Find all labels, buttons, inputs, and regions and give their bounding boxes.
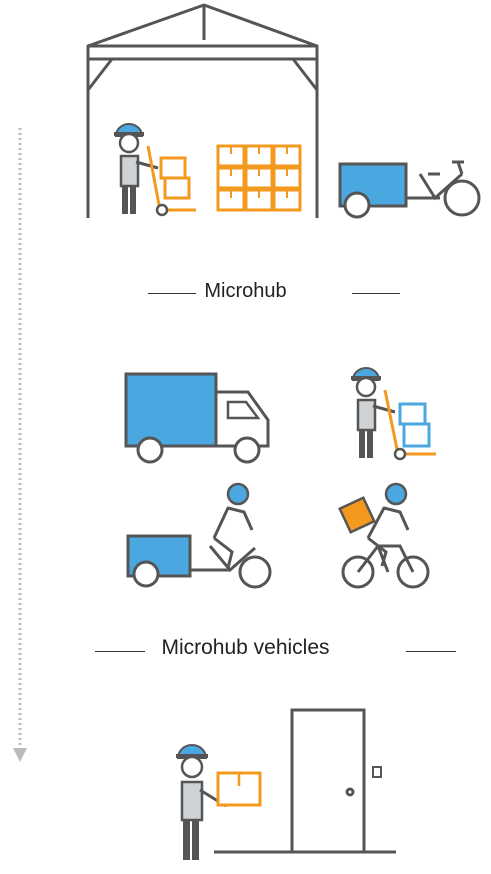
caption-rule-left-2 xyxy=(95,651,145,652)
microhub-vehicles-caption: Microhub vehicles xyxy=(161,636,330,659)
caption-rule-right-2 xyxy=(406,651,456,652)
caption-rule-right-1 xyxy=(352,293,400,294)
backpack-courier-bike-icon xyxy=(338,482,430,589)
parcel-stack-icon xyxy=(216,144,302,212)
delivery-truck-icon xyxy=(124,372,270,464)
cargo-bike-icon xyxy=(338,160,481,219)
microhub-caption: Microhub xyxy=(204,280,287,302)
caption-rule-left-1 xyxy=(148,293,196,294)
worker-handtruck-icon xyxy=(114,123,196,217)
worker-handtruck-blue-icon xyxy=(351,367,436,461)
door-icon xyxy=(214,708,396,854)
tent-icon xyxy=(86,3,319,218)
courier-delivering-parcel-icon xyxy=(176,744,262,860)
flow-arrow-icon xyxy=(13,128,27,762)
cargo-bike-rider-icon xyxy=(126,482,272,589)
